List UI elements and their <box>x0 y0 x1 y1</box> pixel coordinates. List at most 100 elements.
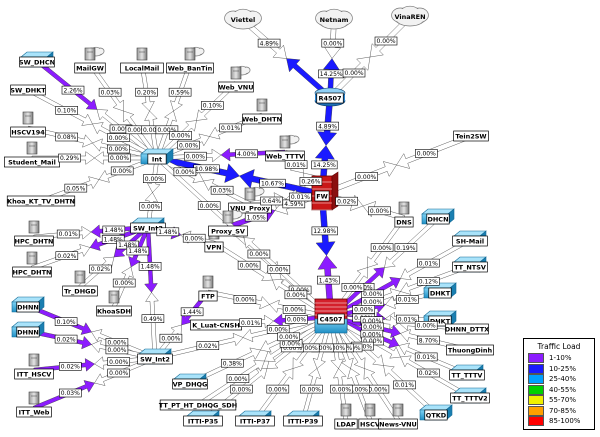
link-label: 1.43% <box>319 277 338 284</box>
link-label-box <box>311 160 338 170</box>
link-label-box <box>107 368 130 378</box>
node-label-box <box>10 126 46 138</box>
link-label: 0.00% <box>235 297 254 304</box>
legend-swatch <box>528 374 544 385</box>
core-label: R4507 <box>318 95 341 103</box>
link-label-box <box>239 318 262 327</box>
link-label: 0.00% <box>283 345 302 352</box>
link-label: 0.03% <box>101 89 120 96</box>
link-label-box <box>416 368 440 378</box>
core-label: C4507 <box>320 316 343 324</box>
link-label: 8.70% <box>419 337 438 344</box>
node-label: Student_Mail <box>8 159 56 167</box>
node-label-box <box>16 406 52 418</box>
node-label: DHNN <box>17 329 39 337</box>
link-label: 0.00% <box>362 331 381 338</box>
server-icon <box>184 47 196 61</box>
node-label-box <box>394 216 414 228</box>
cloud-vinaren <box>401 7 419 18</box>
link-label: 0.00% <box>368 386 387 393</box>
link-label: 0.02% <box>57 336 76 343</box>
node-label: ThuongDinh <box>448 347 493 355</box>
link-label: 0.19% <box>396 245 415 252</box>
link-label: 0.00% <box>175 169 194 176</box>
link-label: 0.00% <box>313 345 332 352</box>
node-label: SW_DHCN <box>19 59 55 67</box>
node-label: ITTI-P37 <box>240 418 270 426</box>
link-label: 0.00% <box>249 251 268 258</box>
link-label: 0.00% <box>282 341 301 348</box>
node-label: Proxy_SV <box>211 228 245 236</box>
node-label: TT_PT_HT_DHQG_SDH <box>159 402 237 410</box>
legend-item: 10-25% <box>528 363 594 375</box>
link-label: 0.00% <box>269 327 288 334</box>
link-label-box <box>370 243 394 252</box>
node-label-box <box>159 399 237 411</box>
link-label: 0.05% <box>66 185 85 192</box>
link-label: 0.10% <box>57 108 76 115</box>
legend-swatch <box>528 416 544 427</box>
link-label: 0.00% <box>363 338 382 345</box>
link-label-box <box>169 131 192 140</box>
link-label-box <box>107 133 130 142</box>
link-label: 0.10% <box>57 319 76 326</box>
link-label-box <box>201 101 224 110</box>
link-label: 0.00% <box>143 127 162 134</box>
link-label: 0.02% <box>419 370 438 377</box>
node-label-box <box>378 418 418 430</box>
node-label-box <box>452 235 488 247</box>
link-label: 0.00% <box>370 208 389 215</box>
node-label: DHNN <box>17 304 39 312</box>
link-label-box <box>316 121 339 131</box>
link-label-box <box>414 149 438 158</box>
node-label: Web_TTTV <box>266 153 304 161</box>
link-label-box <box>159 333 183 343</box>
link-label: 0.00% <box>279 334 298 341</box>
link-label: 1.05% <box>247 214 266 221</box>
node-label-box <box>428 315 452 327</box>
link-label: 0.00% <box>344 70 363 77</box>
link-label: 0.00% <box>299 345 318 352</box>
link-label-box <box>395 295 419 304</box>
node-label: HPC_DHTN <box>15 238 54 246</box>
link-label: 4.00% <box>237 151 256 158</box>
link-label: 14.25% <box>320 71 343 78</box>
link-label-box <box>55 251 79 260</box>
legend-label: 25-40% <box>549 375 576 384</box>
link-label-box <box>284 160 308 169</box>
node-label-box <box>453 130 489 142</box>
link-label-box <box>284 290 308 300</box>
legend-label: 55-70% <box>549 396 576 405</box>
link-label-box <box>143 174 166 183</box>
node-label: DHNN_DTTX <box>445 326 489 334</box>
node-label-box <box>10 84 46 96</box>
link-label-box <box>335 196 358 206</box>
link-label: 0.00% <box>353 343 372 350</box>
link-label: 0.08% <box>57 134 76 141</box>
link-label-box <box>226 374 250 383</box>
node-label: News-VNU <box>379 421 417 429</box>
link-label: 0.02% <box>198 343 217 350</box>
legend-item: 25-40% <box>528 374 594 385</box>
link-label: 0.00% <box>269 267 288 274</box>
link-label-box <box>210 185 234 195</box>
node-label-box <box>445 323 489 335</box>
node-label: SW_Int2 <box>140 356 170 364</box>
link-label-box <box>135 87 158 97</box>
server-icon <box>26 251 38 265</box>
legend-label: 70-85% <box>549 406 576 415</box>
link-label: 0.00% <box>376 38 395 45</box>
node-label-box <box>283 415 323 427</box>
link-label-box <box>141 314 165 324</box>
legend-swatch <box>528 384 544 395</box>
link-label: 0.01% <box>291 194 310 201</box>
link-label-box <box>247 249 271 259</box>
server-icon <box>230 66 242 80</box>
link-label: 1.48% <box>118 242 137 249</box>
node-label-box <box>449 369 485 381</box>
link-label-box <box>393 380 416 390</box>
node-label-box <box>198 290 218 302</box>
link-label-box <box>107 357 130 366</box>
node-label-box <box>426 213 450 225</box>
